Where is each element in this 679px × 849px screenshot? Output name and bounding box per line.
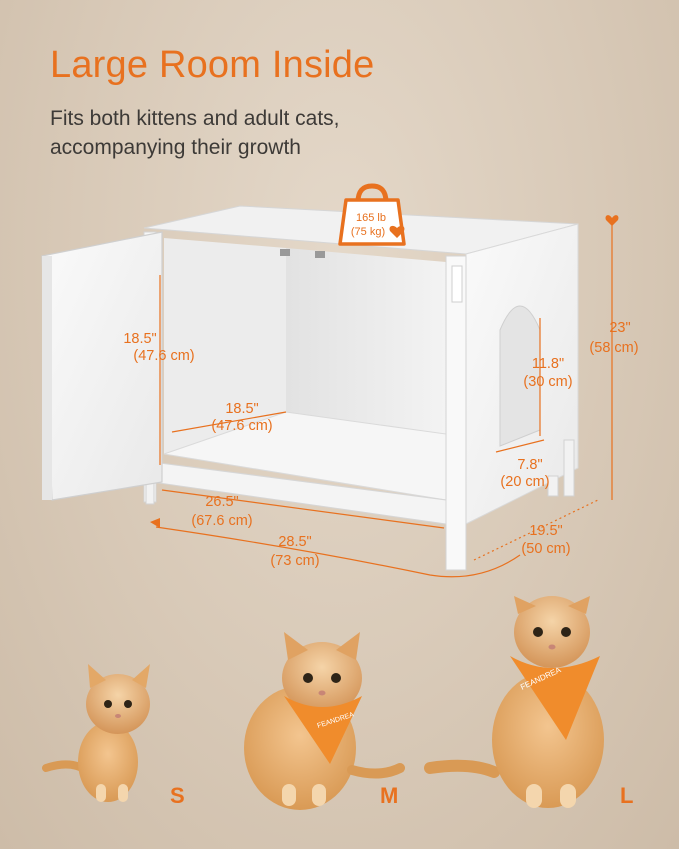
outer-depth-in: 19.5" — [529, 523, 562, 539]
inner-width-line — [161, 489, 445, 529]
outer-width-in: 28.5" — [278, 534, 311, 550]
cabinet-inner-back — [164, 238, 286, 454]
door-edge — [42, 256, 52, 500]
bandana — [284, 696, 362, 764]
cabinet-leg — [547, 475, 559, 497]
cabinet-open-door — [41, 231, 163, 501]
page-title: Large Room Inside — [50, 44, 375, 86]
entry-height-cm: (30 cm) — [523, 374, 572, 390]
cabinet-right-post — [445, 255, 467, 571]
inner-depth-line — [171, 411, 287, 433]
dimension-lines — [150, 215, 619, 578]
door-height-in: 18.5" — [123, 331, 156, 347]
hinge — [315, 251, 325, 258]
cat-medium — [244, 632, 405, 810]
cat-large — [424, 596, 604, 808]
inner-width-cm: (67.6 cm) — [191, 513, 252, 529]
arrow-icon — [150, 518, 160, 528]
size-label-medium: M — [380, 783, 399, 808]
size-label-small: S — [170, 783, 185, 808]
cabinet-inner-wall — [286, 248, 446, 434]
load-capacity-lb: 165 lb — [356, 212, 386, 224]
inner-width-in: 26.5" — [205, 494, 238, 510]
page-subtitle: Fits both kittens and adult cats, accomp… — [50, 107, 340, 159]
load-capacity-kg: (75 kg) — [351, 226, 385, 238]
entry-width-line — [495, 439, 545, 453]
arrow-icon — [605, 215, 619, 226]
outer-width-cm: (73 cm) — [270, 553, 319, 569]
bandana — [510, 656, 600, 740]
hinge — [280, 249, 290, 256]
inner-depth-cm: (47.6 cm) — [211, 418, 272, 434]
outer-height-cm: (58 cm) — [589, 340, 638, 356]
load-capacity-icon — [338, 183, 406, 246]
outer-depth-cm: (50 cm) — [521, 541, 570, 557]
size-label-large: L — [620, 783, 634, 808]
cat-litter-cabinet — [41, 205, 579, 571]
entry-width-in: 7.8" — [517, 457, 542, 473]
door-height-cm: (47.6 cm) — [133, 348, 194, 364]
cabinet-leg — [563, 439, 575, 497]
entry-width-cm: (20 cm) — [500, 474, 549, 490]
outer-height-in: 23" — [609, 320, 630, 336]
door-latch — [451, 265, 463, 303]
outer-width-line — [155, 526, 521, 578]
kitten-small — [42, 664, 150, 802]
entry-height-in: 11.8" — [532, 356, 564, 372]
inner-depth-in: 18.5" — [225, 401, 258, 417]
